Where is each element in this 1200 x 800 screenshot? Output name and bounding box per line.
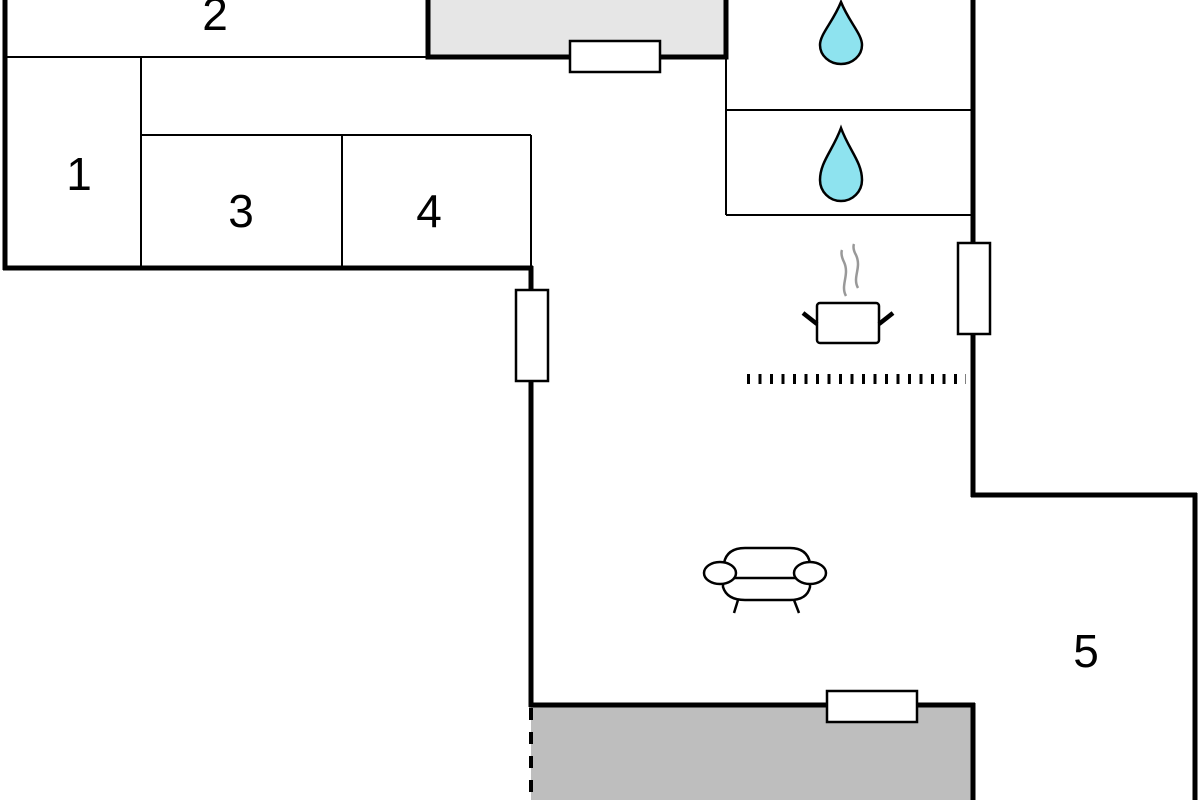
- windows: [514, 39, 992, 724]
- room-label-3: 3: [228, 185, 254, 237]
- window: [825, 689, 919, 724]
- room-label-4: 4: [416, 185, 442, 237]
- interior-lines: [5, 56, 973, 268]
- room-label-2: 2: [202, 0, 228, 40]
- water-drop-icon: [818, 0, 864, 66]
- window: [568, 39, 662, 74]
- armchair-icon: [702, 546, 828, 614]
- room-label-5: 5: [1073, 625, 1099, 677]
- room-label-1: 1: [66, 148, 92, 200]
- cooking-pot-icon: [801, 243, 895, 345]
- window: [514, 288, 550, 383]
- water-drop-icon: [818, 124, 864, 203]
- window: [956, 241, 992, 336]
